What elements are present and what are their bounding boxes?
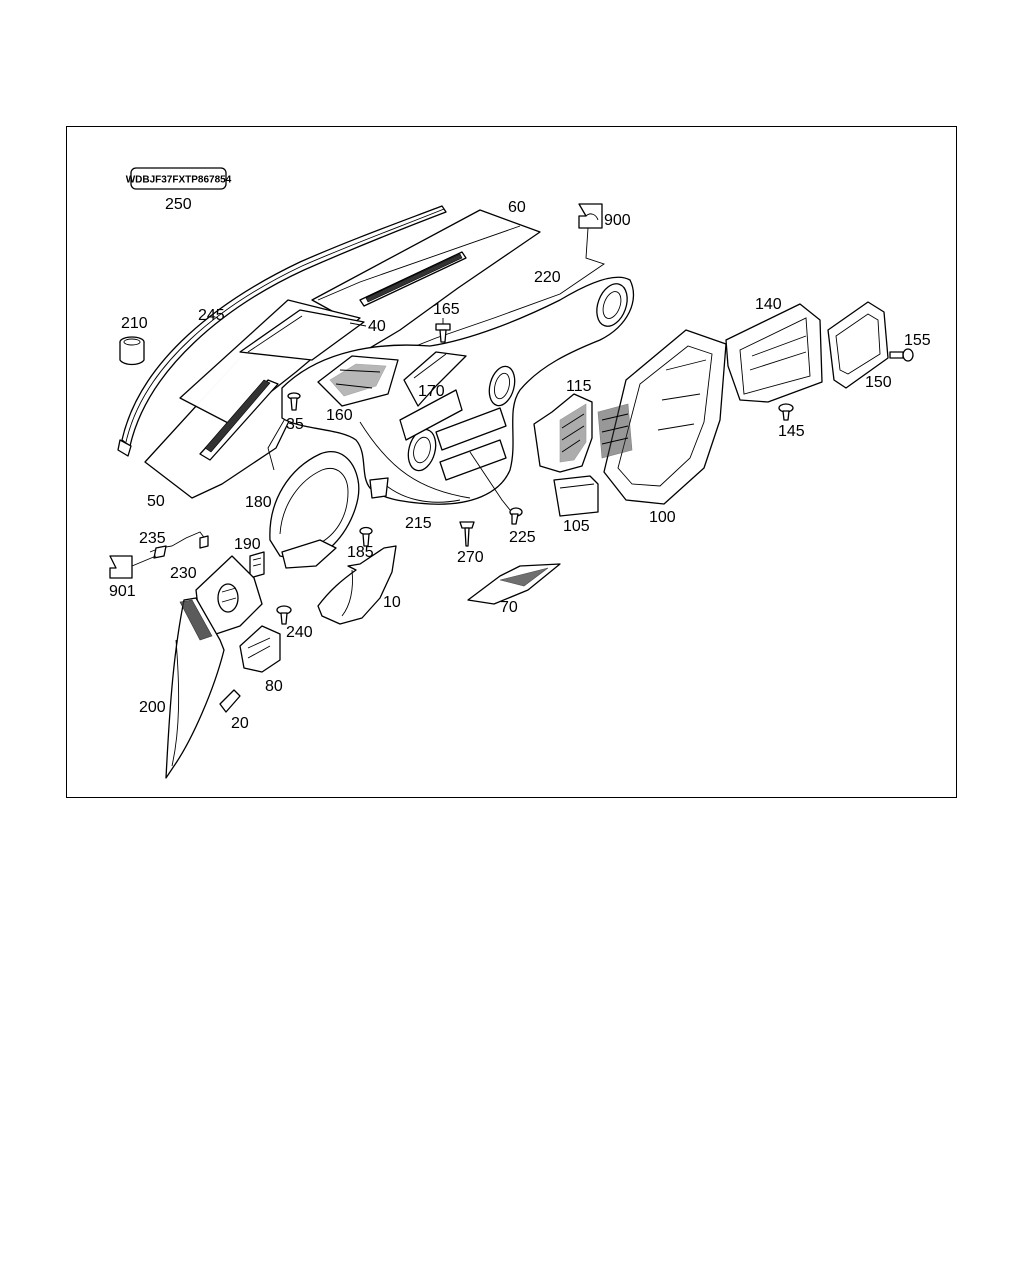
switch-panel-part-80 xyxy=(239,625,281,673)
cap-part-210 xyxy=(119,336,145,366)
wiring-harness-part-235 xyxy=(109,531,209,579)
callout-60: 60 xyxy=(508,199,526,216)
trim-strip-part-170 xyxy=(403,351,467,407)
a-pillar-trim-part-200 xyxy=(165,597,225,779)
callout-220: 220 xyxy=(534,269,561,286)
callout-901: 901 xyxy=(109,583,136,600)
callout-80: 80 xyxy=(265,678,283,695)
callout-200: 200 xyxy=(139,699,166,716)
callout-labels: 250 60 900 220 210 245 165 40 140 155 15… xyxy=(109,196,931,732)
callout-150: 150 xyxy=(865,374,892,391)
callout-165: 165 xyxy=(433,301,460,318)
callout-70: 70 xyxy=(500,599,518,616)
side-trim-part-230 xyxy=(195,555,263,635)
diagram-frame xyxy=(66,126,957,798)
bracket-part-190 xyxy=(249,551,265,579)
wiring-harness-part-220 xyxy=(267,203,606,471)
callout-10: 10 xyxy=(383,594,401,611)
screw-part-240 xyxy=(276,605,292,625)
air-vent-part-115 xyxy=(533,393,593,473)
callout-20: 20 xyxy=(231,715,249,732)
callout-225: 225 xyxy=(509,529,536,546)
screw-part-155 xyxy=(889,348,914,362)
vin-label-part-250: WDBJF37FXTP867854 xyxy=(126,167,232,190)
callout-190: 190 xyxy=(234,536,261,553)
dashboard-carrier-part-215 xyxy=(281,276,635,505)
callout-35: 35 xyxy=(286,416,304,433)
callout-40: 40 xyxy=(368,318,386,335)
callout-145: 145 xyxy=(778,423,805,440)
screw-part-225 xyxy=(509,507,523,525)
storage-bin-part-105 xyxy=(553,475,599,517)
air-duct-part-160 xyxy=(317,355,399,407)
trim-panel-part-70 xyxy=(467,563,561,605)
screw-part-185 xyxy=(359,526,373,547)
callout-245: 245 xyxy=(198,307,225,324)
callout-140: 140 xyxy=(755,296,782,313)
lower-cover-part-10 xyxy=(317,545,397,625)
instrument-cluster-hood-part-180 xyxy=(269,451,360,569)
callout-115: 115 xyxy=(566,378,592,395)
center-vent-panel-part-100 xyxy=(597,329,727,505)
housing-part-140 xyxy=(725,303,823,403)
callout-230: 230 xyxy=(170,565,197,582)
vin-label-text: WDBJF37FXTP867854 xyxy=(126,175,232,186)
screw-part-35 xyxy=(287,392,301,411)
callout-215: 215 xyxy=(405,515,432,532)
callout-180: 180 xyxy=(245,494,272,511)
pin-part-270 xyxy=(459,521,475,547)
callout-100: 100 xyxy=(649,509,676,526)
clip-part-20 xyxy=(219,689,241,713)
callout-250: 250 xyxy=(165,196,192,213)
callout-185: 185 xyxy=(347,544,374,561)
callout-235: 235 xyxy=(139,530,166,547)
callout-160: 160 xyxy=(326,407,353,424)
cover-plate-part-150 xyxy=(827,301,889,389)
callout-155: 155 xyxy=(904,332,931,349)
callout-240: 240 xyxy=(286,624,313,641)
windshield-seal-part-245 xyxy=(117,205,447,457)
callout-105: 105 xyxy=(563,518,590,535)
screw-part-165 xyxy=(435,318,451,343)
leader-lines xyxy=(349,322,511,511)
screw-part-145 xyxy=(778,403,794,421)
callout-210: 210 xyxy=(121,315,148,332)
callout-900: 900 xyxy=(604,212,631,229)
callout-270: 270 xyxy=(457,549,484,566)
callout-170: 170 xyxy=(418,383,445,400)
callout-50: 50 xyxy=(147,493,165,510)
